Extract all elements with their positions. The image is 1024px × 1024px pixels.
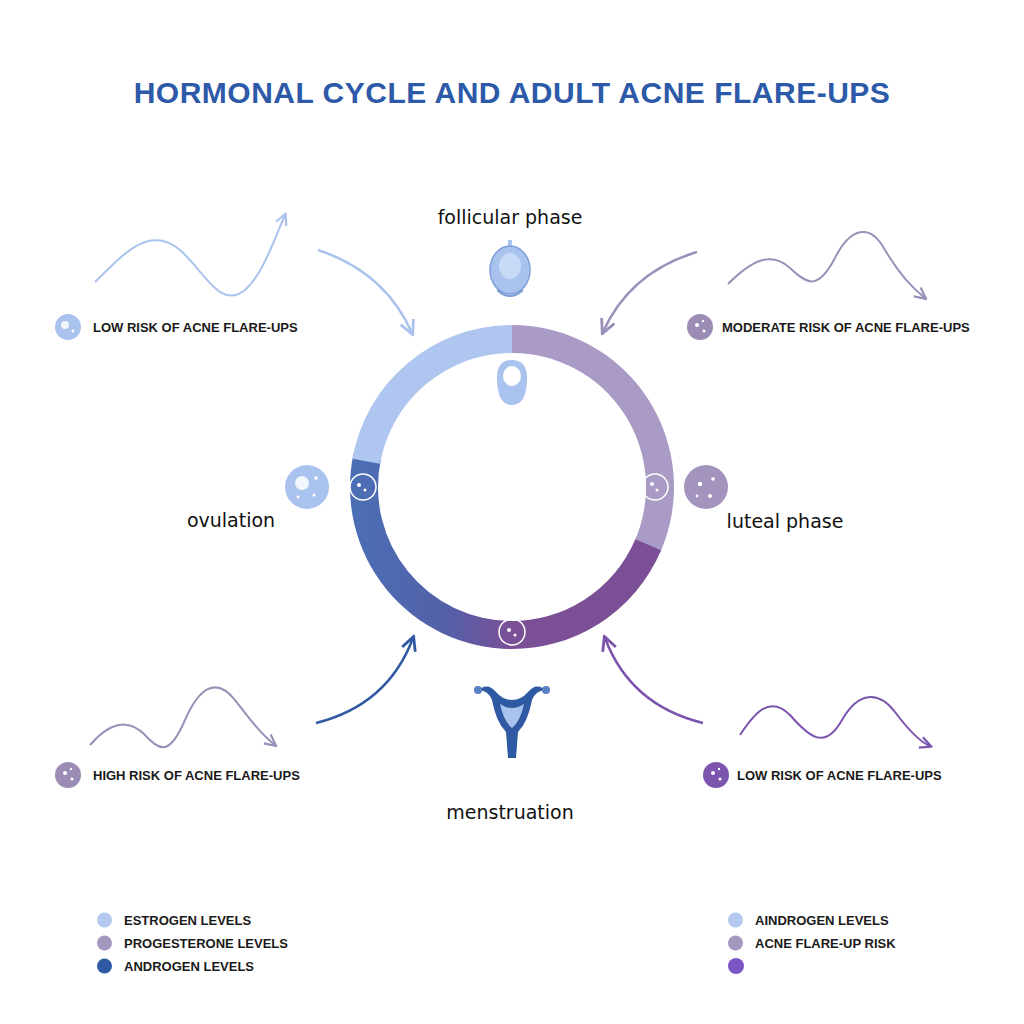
ring-segment bbox=[350, 453, 512, 649]
legend-text: PROGESTERONE LEVELS bbox=[124, 936, 288, 951]
legend-text: ANDROGEN LEVELS bbox=[124, 959, 254, 974]
legend-text: ACNE FLARE-UP RISK bbox=[755, 936, 896, 951]
phase-label: ovulation bbox=[187, 509, 275, 531]
ring-segment bbox=[506, 539, 661, 649]
ring-markers bbox=[350, 474, 668, 645]
risk-label: MODERATE RISK OF ACNE FLARE-UPS bbox=[722, 320, 970, 335]
pointer-arrow bbox=[316, 638, 413, 723]
uterus-icon bbox=[474, 686, 550, 758]
follicle-icon bbox=[490, 240, 530, 296]
legend-text: AINDROGEN LEVELS bbox=[755, 913, 889, 928]
legend-swatch bbox=[728, 913, 743, 928]
estrogen-wave bbox=[95, 215, 285, 296]
progesterone-wave bbox=[728, 232, 925, 298]
luteal-cell-icon bbox=[684, 465, 728, 509]
ovulation-cell-icon bbox=[285, 465, 329, 509]
risk-dot-icon bbox=[55, 314, 729, 788]
phase-label: menstruation bbox=[446, 801, 573, 823]
legend-swatch bbox=[97, 936, 112, 951]
legend-swatch bbox=[728, 958, 744, 974]
ring-segment bbox=[512, 325, 674, 553]
legend-text: ESTROGEN LEVELS bbox=[124, 913, 251, 928]
legend-item: ESTROGEN LEVELS bbox=[97, 913, 251, 928]
ring-marker-dots bbox=[357, 482, 659, 637]
phase-label: luteal phase bbox=[727, 510, 844, 532]
legend-item: AINDROGEN LEVELS bbox=[728, 913, 889, 928]
pointer-arrow bbox=[605, 638, 703, 723]
legend-item: ANDROGEN LEVELS bbox=[97, 959, 254, 974]
risk-label: LOW RISK OF ACNE FLARE-UPS bbox=[737, 768, 942, 783]
legend-item: ACNE FLARE-UP RISK bbox=[728, 936, 896, 951]
cycle-ring bbox=[350, 325, 674, 649]
legend-swatch bbox=[728, 936, 743, 951]
diagram-title: HORMONAL CYCLE AND ADULT ACNE FLARE-UPS bbox=[134, 76, 891, 110]
phase-label: follicular phase bbox=[438, 206, 583, 228]
legend-item: PROGESTERONE LEVELS bbox=[97, 936, 288, 951]
risk-label: LOW RISK OF ACNE FLARE-UPS bbox=[93, 320, 298, 335]
pointer-arrow bbox=[318, 250, 412, 333]
menstrual-wave bbox=[740, 697, 930, 746]
egg-icon bbox=[497, 360, 527, 405]
legend-swatch bbox=[97, 959, 112, 974]
androgen-wave bbox=[90, 687, 275, 747]
ring-segment bbox=[352, 325, 512, 464]
pointer-arrow bbox=[603, 252, 697, 332]
legend-swatch bbox=[97, 913, 112, 928]
risk-label: HIGH RISK OF ACNE FLARE-UPS bbox=[93, 768, 300, 783]
